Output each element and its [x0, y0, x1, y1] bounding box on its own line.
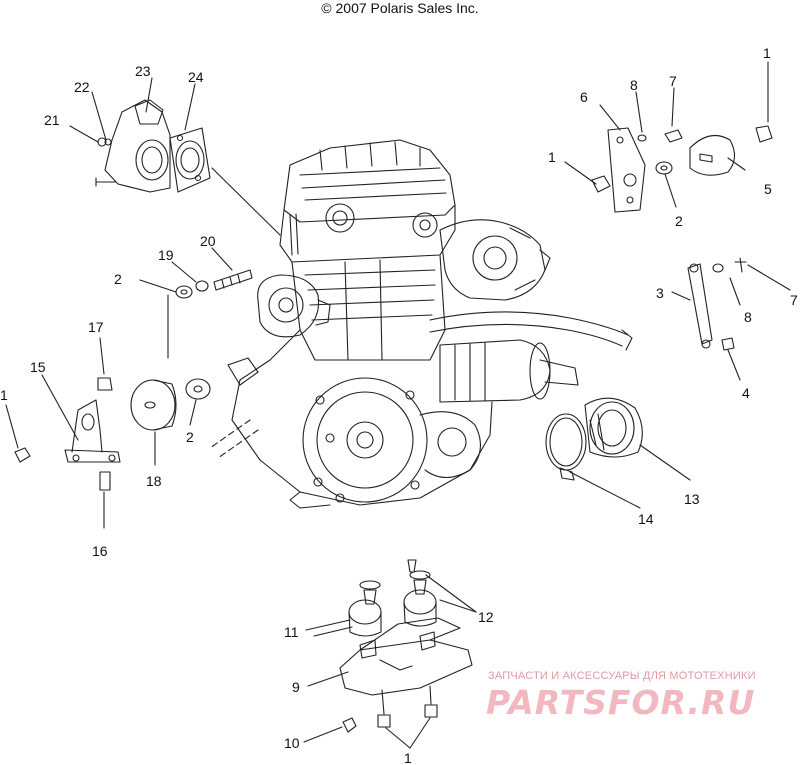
callout-10: 10: [284, 735, 300, 751]
rear-mount-group: [130, 269, 253, 431]
watermark-tagline: ЗАПЧАСТИ И АКСЕССУАРЫ ДЛЯ МОТОТЕХНИКИ: [488, 670, 756, 682]
engine-illustration: [209, 139, 633, 509]
callout-2-right: 2: [675, 213, 683, 229]
callout-2-mid: 2: [186, 429, 194, 445]
intake-boot-group: [545, 397, 643, 481]
callout-1-topright: 1: [763, 45, 771, 61]
callout-labels: 23 24 22 21 19 20 2 17 15 1 18 2 16 6 8 …: [0, 45, 798, 765]
callout-3: 3: [656, 285, 664, 301]
callout-23: 23: [135, 63, 151, 79]
callout-1-bottom: 1: [404, 750, 412, 765]
lower-mount-group: [339, 559, 473, 733]
callout-13: 13: [684, 491, 700, 507]
callout-8-top: 8: [630, 77, 638, 93]
callout-11: 11: [284, 624, 299, 640]
callout-1-left: 1: [0, 387, 8, 403]
copyright-text: © 2007 Polaris Sales Inc.: [321, 0, 479, 16]
callout-12: 12: [478, 609, 494, 625]
callout-24: 24: [188, 69, 204, 85]
callout-19: 19: [158, 247, 174, 263]
callout-6: 6: [580, 89, 588, 105]
callout-14: 14: [638, 511, 654, 527]
callout-15: 15: [30, 359, 46, 375]
callout-5: 5: [764, 181, 772, 197]
callout-1-front: 1: [548, 149, 556, 165]
callout-18: 18: [146, 473, 162, 489]
callout-9: 9: [292, 679, 300, 695]
callout-22: 22: [74, 79, 90, 95]
callout-20: 20: [200, 233, 216, 249]
leader-line: [211, 167, 281, 236]
watermark-logo: PARTSFOR.RU: [486, 683, 756, 722]
link-rod-group: [687, 257, 747, 351]
callout-7-top: 7: [669, 73, 677, 89]
callout-17: 17: [88, 319, 104, 335]
callout-16: 16: [92, 543, 108, 559]
callout-4: 4: [742, 385, 750, 401]
callout-2-left: 2: [114, 271, 122, 287]
front-mount-group: [591, 125, 773, 213]
callout-21: 21: [44, 112, 60, 128]
thermostat-housing-group: [95, 99, 211, 193]
callout-8-right: 8: [744, 309, 752, 325]
left-bracket-group: [14, 377, 121, 491]
callout-7-right: 7: [790, 292, 798, 308]
